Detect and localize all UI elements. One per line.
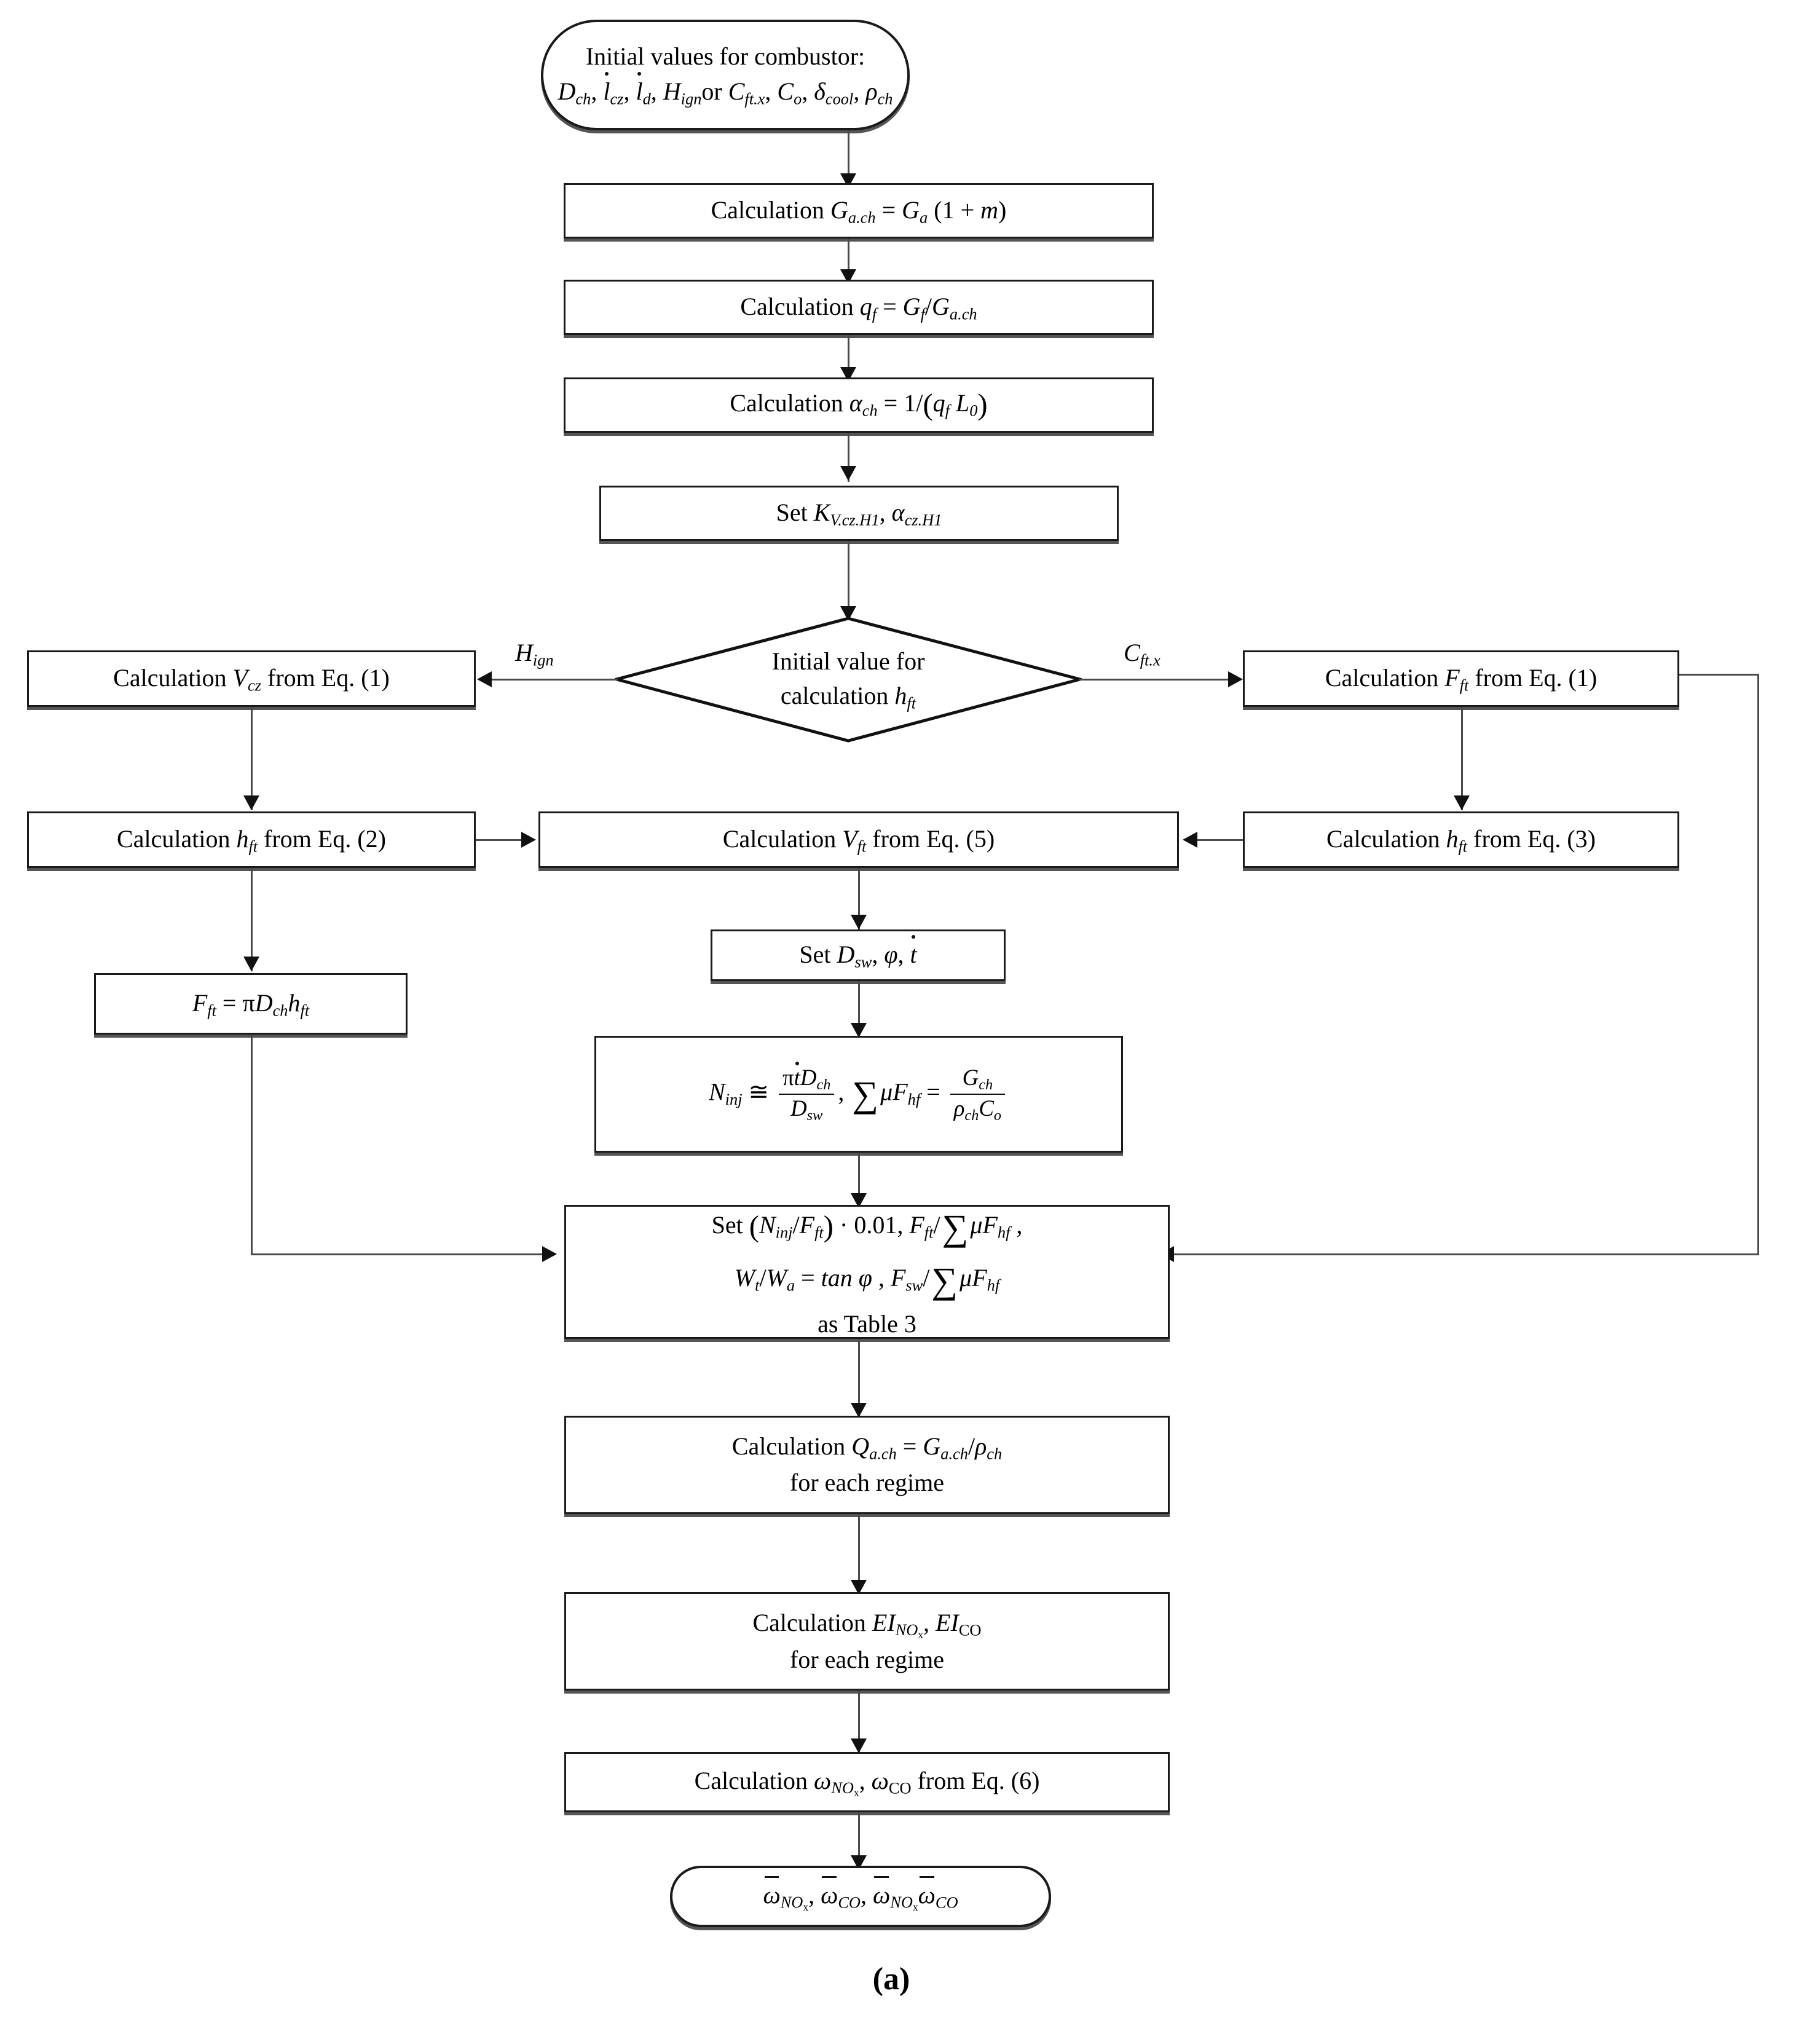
node-fft-formula: Fft = πDchhft (94, 973, 408, 1035)
edge-label-right-branch: Cft.x (1124, 639, 1161, 669)
edge-start-to-gach (848, 130, 849, 183)
node-start-line1: Initial values for combustor: (585, 42, 865, 71)
node-ninj-formula-text: Ninj ≅ πtDch Dsw , ∑μFhf = Gch ρchCo (596, 1064, 1121, 1125)
node-calc-gach-text: Calculation Ga.ch = Ga (1 + m) (711, 195, 1007, 226)
node-decision-line1: Initial value for (771, 647, 925, 676)
node-calc-omega: Calculation ωNOx, ωCO from Eq. (6) (564, 1752, 1170, 1812)
edge-qf-to-alpha (848, 335, 849, 382)
node-calc-qf: Calculation qf = Gf/Ga.ch (564, 280, 1154, 335)
node-calc-vft-eq5-text: Calculation Vft from Eq. (5) (722, 824, 995, 855)
arrowhead-setkv (840, 466, 856, 481)
node-set-table3-text: Set (Ninj/Fft) · 0.01, Fft/∑μFhf , Wt/Wa… (566, 1202, 1168, 1341)
node-set-kv: Set KV.cz.H1, αcz.H1 (599, 486, 1119, 541)
edge-decision-to-vcz (489, 679, 618, 681)
node-calc-fft-eq1: Calculation Fft from Eq. (1) (1243, 650, 1679, 707)
node-calc-alpha: Calculation αch = 1/(qf L0) (564, 377, 1154, 433)
node-start: Initial values for combustor: Dch, lcz, … (541, 20, 910, 130)
arrowhead-fftformula (243, 957, 259, 971)
node-calc-qach: Calculation Qa.ch = Ga.ch/ρch for each r… (564, 1416, 1170, 1514)
node-decision-text: Initial value for calculation hft (703, 644, 993, 714)
arrowhead-qach (851, 1403, 867, 1418)
node-calc-hft-eq2: Calculation hft from Eq. (2) (27, 811, 476, 868)
node-calc-ei-line1: Calculation EINOx, EICO (752, 1608, 982, 1641)
node-calc-qach-line2: for each regime (790, 1469, 944, 1497)
node-set-kv-text: Set KV.cz.H1, αcz.H1 (776, 498, 942, 529)
node-set-table3: Set (Ninj/Fft) · 0.01, Fft/∑μFhf , Wt/Wa… (564, 1205, 1170, 1339)
node-calc-ei-line2: for each regime (790, 1645, 944, 1673)
edge-label-left-branch: Hign (515, 639, 554, 669)
arrowhead-setdsw (851, 915, 867, 929)
node-decision-line2: calculation hft (780, 682, 916, 712)
node-calc-qach-text: Calculation Qa.ch = Ga.ch/ρch for each r… (566, 1429, 1168, 1501)
edge-fft1-feedback-top (1679, 674, 1759, 676)
arrowhead-vft5-left (521, 832, 536, 848)
edge-hft2-to-vft5 (476, 839, 525, 841)
node-calc-gach: Calculation Ga.ch = Ga (1 + m) (564, 183, 1154, 239)
node-ninj-formula: Ninj ≅ πtDch Dsw , ∑μFhf = Gch ρchCo (594, 1036, 1123, 1153)
arrowhead-table3-left (542, 1246, 557, 1262)
node-set-dsw: Set Dsw, φ, t (711, 929, 1006, 981)
node-calc-hft-eq2-text: Calculation hft from Eq. (2) (117, 824, 386, 855)
edge-fftformula-feedback-vert (251, 1035, 253, 1255)
edge-ei-to-omega (858, 1691, 860, 1753)
node-calc-alpha-text: Calculation αch = 1/(qf L0) (730, 388, 988, 422)
arrowhead-hft3 (1454, 795, 1470, 810)
edge-table3-to-qach (858, 1339, 860, 1418)
node-fft-formula-text: Fft = πDchhft (192, 988, 310, 1019)
node-end-text: ωNOx, ωCO, ωNOxωCO (672, 1876, 1049, 1915)
edge-fft1-feedback-vert (1757, 674, 1759, 1255)
arrowhead-hft2 (243, 795, 259, 810)
arrowhead-ninj (851, 1023, 867, 1038)
arrowhead-vcz (477, 671, 492, 687)
node-set-table3-line3: as Table 3 (818, 1309, 916, 1338)
edge-hft3-to-vft5 (1195, 839, 1243, 841)
node-calc-fft-eq1-text: Calculation Fft from Eq. (1) (1325, 663, 1598, 694)
figure-caption: (a) (872, 1962, 910, 1997)
edge-alpha-to-setkv (848, 433, 849, 482)
node-calc-vft-eq5: Calculation Vft from Eq. (5) (538, 811, 1179, 868)
edge-decision-to-fft1 (1079, 679, 1235, 681)
edge-omega-to-end (858, 1812, 860, 1869)
edge-fft1-to-hft3 (1461, 707, 1463, 810)
edge-vft5-to-setdsw (858, 868, 860, 929)
edge-hft2-to-fftformula (251, 868, 253, 971)
node-calc-hft-eq3: Calculation hft from Eq. (3) (1243, 811, 1679, 868)
node-set-table3-line2: Wt/Wa = tan φ , Fsw/∑μFhf (734, 1260, 1000, 1301)
edge-ninj-to-table3 (858, 1153, 860, 1208)
node-calc-vcz: Calculation Vcz from Eq. (1) (27, 650, 476, 707)
edge-gach-to-qf (848, 239, 849, 284)
node-calc-hft-eq3-text: Calculation hft from Eq. (3) (1326, 824, 1596, 855)
node-decision: Initial value for calculation hft (615, 617, 1082, 743)
node-end: ωNOx, ωCO, ωNOxωCO (670, 1866, 1051, 1927)
edge-vcz-to-hft2 (251, 707, 253, 810)
node-calc-omega-text: Calculation ωNOx, ωCO from Eq. (6) (694, 1767, 1040, 1799)
edge-setdsw-to-ninj (858, 981, 860, 1038)
arrowhead-omega (851, 1738, 867, 1753)
node-calc-vcz-text: Calculation Vcz from Eq. (1) (113, 663, 390, 694)
node-calc-qf-text: Calculation qf = Gf/Ga.ch (740, 292, 977, 323)
edge-qach-to-ei (858, 1514, 860, 1594)
node-calc-qach-line1: Calculation Qa.ch = Ga.ch/ρch (731, 1432, 1003, 1463)
node-start-line2: Dch, lcz, ld, Hignor Cft.x, Co, δcool, ρ… (554, 74, 896, 111)
edge-fft1-feedback-bottom (1172, 1253, 1759, 1255)
arrowhead-fft1 (1228, 671, 1243, 687)
node-set-dsw-text: Set Dsw, φ, t (712, 937, 1004, 974)
arrowhead-vft5-right (1183, 832, 1197, 848)
edge-fftformula-feedback-horz (251, 1253, 546, 1255)
node-start-text: Initial values for combustor: Dch, lcz, … (543, 39, 907, 111)
node-calc-ei: Calculation EINOx, EICO for each regime (564, 1592, 1170, 1691)
node-set-table3-line1: Set (Ninj/Fft) · 0.01, Fft/∑μFhf , (711, 1207, 1023, 1249)
edge-setkv-to-decision (848, 541, 849, 620)
decision-diamond-shape (615, 617, 1082, 743)
node-calc-ei-text: Calculation EINOx, EICO for each regime (566, 1606, 1168, 1678)
